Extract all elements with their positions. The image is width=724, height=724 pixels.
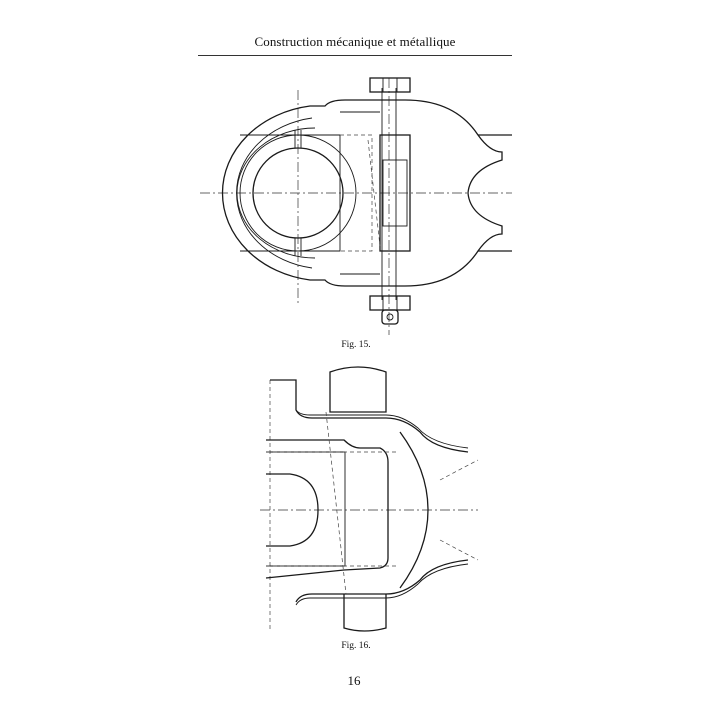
figure-16-caption: Fig. 16. xyxy=(341,641,371,651)
figure-16-drawing xyxy=(260,366,479,632)
running-header: Construction mécanique et métallique xyxy=(254,34,456,49)
figure-15-caption: Fig. 15. xyxy=(341,340,371,350)
figure-15-drawing xyxy=(200,77,512,335)
page-number: 16 xyxy=(347,673,361,688)
header-rule xyxy=(198,55,512,56)
